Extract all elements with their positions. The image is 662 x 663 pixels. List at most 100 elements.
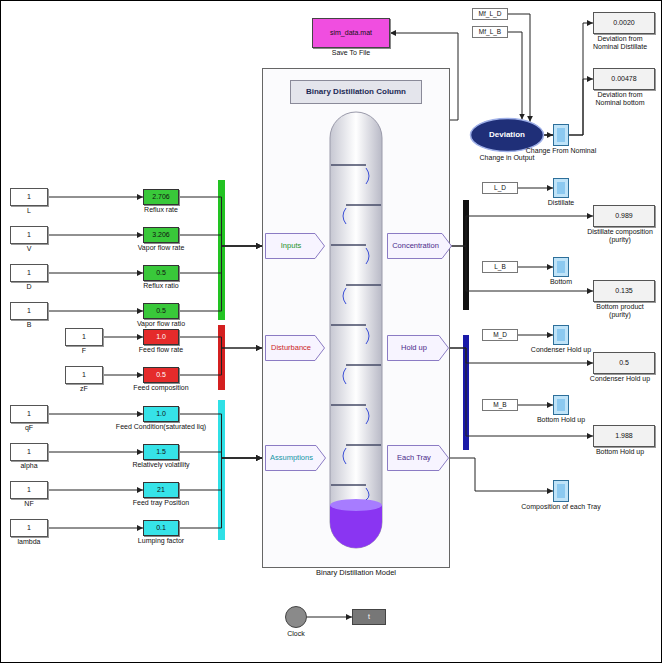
block-name: zF (80, 385, 88, 393)
block-text: Hold up (401, 344, 427, 352)
block-name: Deviation from Nominal bottom (586, 91, 654, 107)
from-tag: Mf_L_D (472, 8, 508, 20)
signal-line (518, 188, 553, 189)
gain-block: 1.5Relatively volatility (143, 444, 179, 460)
block-text: Deviation (489, 131, 525, 140)
block-text: 0.135 (615, 287, 633, 295)
gain-block: 0.5Reflux ratio (143, 265, 179, 281)
display-block: 0.0020Deviation from Nominal Distillate (593, 12, 655, 34)
to-file-block: sim_data.matSave To File (312, 18, 390, 48)
block-text: M_B (493, 401, 506, 408)
block-name: Bottom Hold up (586, 448, 654, 456)
block-text: 21 (157, 486, 165, 494)
block-text: 0.5 (156, 307, 166, 315)
block-text: 1 (82, 371, 86, 379)
signal-line (179, 246, 262, 311)
block-text: 1 (27, 307, 31, 315)
constant-block: 1F (65, 328, 103, 346)
subsystem-block: Binary Distillation ModelBinary Distilla… (262, 68, 450, 568)
block-name: F (82, 347, 86, 355)
block-name: Change From Nominal (526, 147, 596, 155)
block-name: B (27, 321, 32, 329)
block-text: 1.988 (615, 432, 633, 440)
block-text: sim_data.mat (330, 29, 372, 37)
block-name: Feed Condition(saturated liq) (116, 423, 206, 431)
signal-line (450, 246, 593, 291)
block-name: Bottom (550, 278, 572, 286)
block-name: Composition of each Tray (521, 503, 600, 511)
signal-line (179, 458, 262, 490)
block-text: 1 (82, 333, 86, 341)
from-tag: Mf_L_B (472, 26, 508, 38)
block-text: 3.206 (152, 231, 170, 239)
display-block: 0.989Distillate composition (purity) (593, 205, 655, 227)
signal-line (450, 458, 553, 491)
signal-line (307, 617, 352, 618)
block-text: 0.5 (156, 371, 166, 379)
display-block: 0.5Condenser Hold up (593, 352, 655, 374)
signal-line (179, 197, 262, 246)
signal-line (48, 528, 143, 529)
block-text: Concentration (392, 242, 439, 250)
constant-block: 1alpha (10, 443, 48, 461)
block-name: Feed flow rate (139, 346, 183, 354)
input-arrow: Assumptions (265, 445, 326, 471)
title-box: Binary Distillation Column (290, 80, 422, 104)
block-text: 0.5 (619, 359, 629, 367)
from-tag: M_B (482, 399, 518, 411)
block-text: Mf_L_D (479, 10, 502, 17)
block-name: V (27, 245, 32, 253)
constant-block: 1qF (10, 405, 48, 423)
signal-line (450, 348, 593, 436)
display-block: 0.00478Deviation from Nominal bottom (593, 68, 655, 90)
constant-block: 1L (10, 188, 48, 206)
workspace-block: t (352, 609, 386, 625)
signal-line (48, 197, 143, 198)
node-outline (285, 606, 307, 628)
block-name: qF (25, 424, 33, 432)
scope-block: Bottom (553, 257, 569, 277)
model-panel (262, 68, 450, 568)
block-text: Each Tray (397, 454, 431, 462)
output-arrow: Concentration (387, 233, 452, 259)
block-text: 2.706 (152, 193, 170, 201)
block-text: 1.0 (156, 410, 166, 418)
block-name: Bottom product (purity) (586, 303, 654, 319)
gain-block: 3.206Vapor flow rate (143, 227, 179, 243)
from-tag: M_D (482, 329, 518, 341)
scope-block: Change From Nominal (553, 124, 569, 146)
input-arrow: Disturbance (265, 335, 325, 361)
block-text: Binary Distillation Column (306, 88, 406, 97)
signal-line (48, 235, 143, 236)
distillation-column (328, 112, 384, 551)
block-text: 0.00478 (611, 75, 636, 83)
signal-line (48, 414, 143, 415)
signal-line (508, 14, 530, 122)
block-text: t (368, 613, 370, 621)
gain-block: 1.0Feed Condition(saturated liq) (143, 406, 179, 422)
block-name: Save To File (332, 49, 370, 57)
constant-block: 1NF (10, 481, 48, 499)
scope-block: Condenser Hold up (553, 325, 569, 345)
signal-line (179, 348, 262, 375)
output-arrow: Hold up (387, 335, 449, 361)
block-name: Lumping factor (138, 537, 184, 545)
block-text: 1 (27, 486, 31, 494)
signal-line (179, 458, 262, 528)
constant-block: 1V (10, 226, 48, 244)
gain-block: 0.5Feed composition (143, 367, 179, 383)
block-name: Distillate composition (purity) (586, 228, 654, 244)
signal-line (518, 335, 553, 336)
block-name: Distillate (548, 199, 574, 207)
signal-line (179, 414, 262, 458)
block-name: alpha (20, 462, 37, 470)
block-name: Reflux ratio (143, 282, 178, 290)
block-name: Clock (287, 630, 305, 638)
block-name: NF (24, 500, 33, 508)
block-text: Assumptions (270, 454, 313, 462)
scope-block: Distillate (553, 178, 569, 198)
block-name: Reflux rate (144, 206, 178, 214)
signal-line (48, 452, 143, 453)
block-text: 1 (27, 448, 31, 456)
